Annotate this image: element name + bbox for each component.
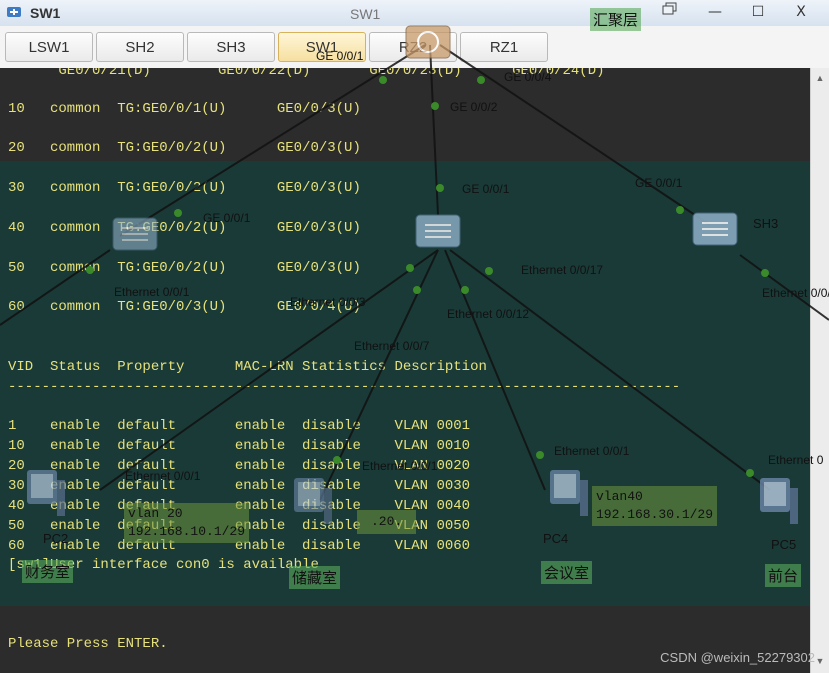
port-label: Ethernet 0/0/1 bbox=[114, 285, 190, 299]
port-label: GE 0/0/4 bbox=[504, 70, 552, 84]
terminal-line: 10 common TG:GE0/0/1(U) GE0/0/3(U) bbox=[8, 101, 361, 117]
close-button[interactable]: X bbox=[796, 4, 806, 20]
terminal-line: 50 common TG:GE0/0/2(U) GE0/0/3(U) bbox=[8, 260, 361, 276]
tab-sh3[interactable]: SH3 bbox=[187, 32, 275, 62]
terminal-line: VID Status Property MAC-LRN Statistics D… bbox=[8, 359, 487, 375]
gateway-ip: 192.168.10.1/29 bbox=[128, 524, 246, 539]
vlan-id: vlan40 bbox=[596, 489, 643, 504]
port-label: GE 0/0/1 bbox=[635, 176, 683, 190]
device-label-sh3: SH3 bbox=[753, 216, 779, 231]
port-label: Ethernet 0/0/7 bbox=[354, 339, 430, 353]
pc4-icon bbox=[550, 470, 588, 516]
window-title: SW1 bbox=[30, 5, 61, 21]
gateway-ip: 192.168.30.1/29 bbox=[596, 507, 714, 522]
scroll-up-icon[interactable]: ▲ bbox=[815, 73, 825, 83]
pc5-icon bbox=[760, 478, 798, 524]
terminal-line: 60 enable default enable disable VLAN 00… bbox=[8, 538, 471, 554]
pc2-icon bbox=[27, 470, 65, 516]
port-label: Ethernet 0/0/3 bbox=[290, 295, 366, 309]
terminal-console[interactable]: GE0/0/21(D) GE0/0/22(D) GE0/0/23(D) GE0/… bbox=[0, 68, 810, 673]
port-label: GE 0/0/1 bbox=[462, 182, 510, 196]
tab-lsw1[interactable]: LSW1 bbox=[5, 32, 93, 62]
port-label: Ethernet 0/0/1 bbox=[554, 444, 630, 458]
terminal-line: 30 enable default enable disable VLAN 00… bbox=[8, 478, 471, 494]
terminal-line: 30 common TG:GE0/0/2(U) GE0/0/3(U) bbox=[8, 180, 361, 196]
pc3-icon bbox=[294, 478, 332, 524]
area-label: 汇聚层 bbox=[590, 8, 642, 31]
window-center-title: SW1 bbox=[350, 6, 381, 22]
vlan-id: vlan 20 bbox=[128, 506, 183, 521]
app-icon bbox=[7, 7, 21, 17]
room-label-finance: 财务室 bbox=[22, 560, 74, 583]
terminal-line: 40 common TG:GE0/0/2(U) GE0/0/3(U) bbox=[8, 220, 361, 236]
port-label: GE 0/0/2 bbox=[450, 100, 498, 114]
device-label-pc4: PC4 bbox=[543, 531, 569, 546]
watermark: CSDN @weixin_52279302 bbox=[660, 650, 815, 665]
port-label: GE 0/0/1 bbox=[316, 49, 364, 63]
core-switch-icon bbox=[405, 25, 451, 59]
port-label: Ethernet 0/0/1 bbox=[762, 286, 829, 300]
device-label-pc5: PC5 bbox=[771, 537, 797, 552]
port-label: Ethernet 0/0/12 bbox=[447, 307, 530, 321]
port-label: Ethernet 0/0/1 bbox=[125, 469, 201, 483]
device-label-pc2: PC2 bbox=[43, 531, 69, 546]
terminal-line: 10 enable default enable disable VLAN 00… bbox=[8, 438, 471, 454]
maximize-button[interactable]: ☐ bbox=[751, 4, 765, 20]
terminal-line: 20 common TG:GE0/0/2(U) GE0/0/3(U) bbox=[8, 140, 361, 156]
vlan-ip-box: vlan 20 192.168.10.1/29 bbox=[124, 503, 250, 543]
terminal-line: ----------------------------------------… bbox=[8, 379, 681, 395]
scroll-down-icon[interactable]: ▼ bbox=[815, 656, 825, 666]
tab-rz1[interactable]: RZ1 bbox=[460, 32, 548, 62]
gateway-ip: .20. bbox=[371, 514, 403, 529]
vlan-ip-box: .20. bbox=[357, 510, 417, 534]
switch-sh2-icon bbox=[112, 217, 158, 251]
terminal-line: 1 enable default enable disable VLAN 000… bbox=[8, 418, 471, 434]
port-label: Ethernet 0/0/1 bbox=[362, 459, 438, 473]
terminal-line: Please Press ENTER. bbox=[8, 636, 168, 652]
port-label: GE 0/0/1 bbox=[203, 211, 251, 225]
restore-icon[interactable] bbox=[655, 2, 685, 22]
minimize-button[interactable]: — bbox=[708, 4, 722, 20]
port-label: Ethernet 0 bbox=[768, 453, 824, 467]
switch-sw1-icon bbox=[415, 214, 461, 248]
vertical-scrollbar[interactable]: ▲ ▼ bbox=[810, 68, 829, 673]
switch-sh3-icon bbox=[692, 212, 738, 246]
room-label-frontdesk: 前台 bbox=[765, 564, 802, 587]
room-label-storage: 储藏室 bbox=[289, 566, 341, 589]
port-label: Ethernet 0/0/17 bbox=[521, 263, 604, 277]
vlan-ip-box: vlan40 192.168.30.1/29 bbox=[592, 486, 718, 526]
room-label-meeting: 会议室 bbox=[541, 561, 593, 584]
tab-sh2[interactable]: SH2 bbox=[96, 32, 184, 62]
